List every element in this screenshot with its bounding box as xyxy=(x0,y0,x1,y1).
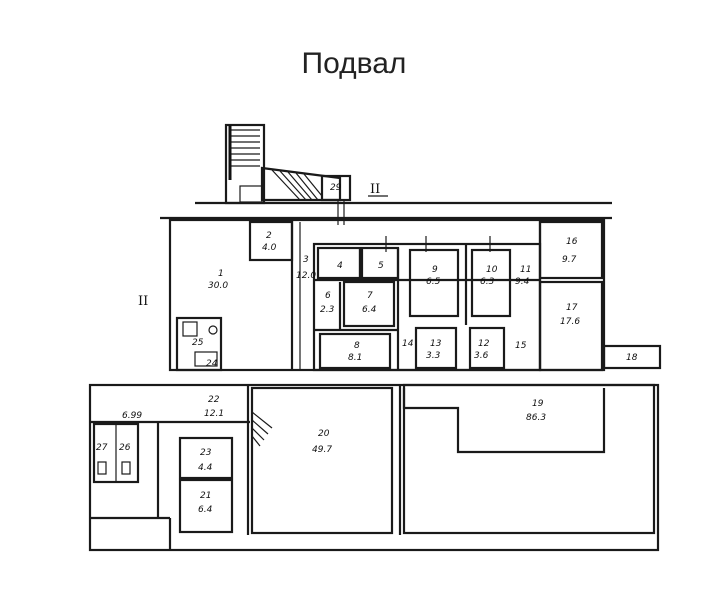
room-number: 27 xyxy=(96,443,108,453)
room-number: 3 xyxy=(303,255,309,265)
room-area: 30.0 xyxy=(208,281,228,291)
room-number: 7 xyxy=(367,291,373,301)
corridor-value: 6.99 xyxy=(122,411,142,421)
room-area: 3.6 xyxy=(474,351,489,361)
room-number: 14 xyxy=(402,339,414,349)
room-number: 12 xyxy=(478,339,490,349)
room-number: 26 xyxy=(119,443,131,453)
section-mark-left: II xyxy=(138,294,148,309)
room-number: 11 xyxy=(520,265,531,275)
room-number: 1 xyxy=(218,269,224,279)
room-area: 9.4 xyxy=(515,277,530,287)
room-labels: 1 30.0 2 4.0 3 12.0 4 5 6 2.3 7 6.4 8 8.… xyxy=(96,183,638,515)
room-number: 9 xyxy=(432,265,438,275)
room-number: 16 xyxy=(566,237,578,247)
room-number: 2 xyxy=(266,231,272,241)
upper-block xyxy=(168,218,662,372)
room-number: 29 xyxy=(330,183,342,193)
section-mark-top: II xyxy=(370,182,380,197)
room-number: 21 xyxy=(200,491,211,501)
room-number: 20 xyxy=(318,429,330,439)
room-number: 22 xyxy=(208,395,220,405)
room-number: 13 xyxy=(430,339,442,349)
room-number: 25 xyxy=(192,338,204,348)
room-area: 12.0 xyxy=(296,271,316,281)
room-number: 10 xyxy=(486,265,498,275)
room-number: 24 xyxy=(206,359,218,369)
room-area: 4.4 xyxy=(198,463,213,473)
room-area: 8.1 xyxy=(348,353,362,363)
stair-tower xyxy=(224,123,352,205)
room-area: 17.6 xyxy=(560,317,580,327)
room-number: 6 xyxy=(325,291,331,301)
room-area: 2.3 xyxy=(320,305,335,315)
room-area: 49.7 xyxy=(312,445,332,455)
room-area: 6.4 xyxy=(362,305,377,315)
room-area: 6.5 xyxy=(426,277,441,287)
room-number: 4 xyxy=(337,261,343,271)
room-number: 18 xyxy=(626,353,638,363)
room-number: 8 xyxy=(354,341,360,351)
lower-block xyxy=(88,383,660,552)
room-number: 17 xyxy=(566,303,578,313)
room-area: 12.1 xyxy=(204,409,224,419)
room-area: 6.3 xyxy=(480,277,495,287)
room-number: 5 xyxy=(378,261,384,271)
room-area: 4.0 xyxy=(262,243,277,253)
page-title: Подвал xyxy=(301,47,407,80)
room-area: 3.3 xyxy=(426,351,441,361)
room-number: 19 xyxy=(532,399,544,409)
room-area: 9.7 xyxy=(562,255,577,265)
room-area: 6.4 xyxy=(198,505,213,515)
room-number: 23 xyxy=(200,448,212,458)
room-area: 86.3 xyxy=(526,413,546,423)
room-number: 15 xyxy=(515,341,527,351)
